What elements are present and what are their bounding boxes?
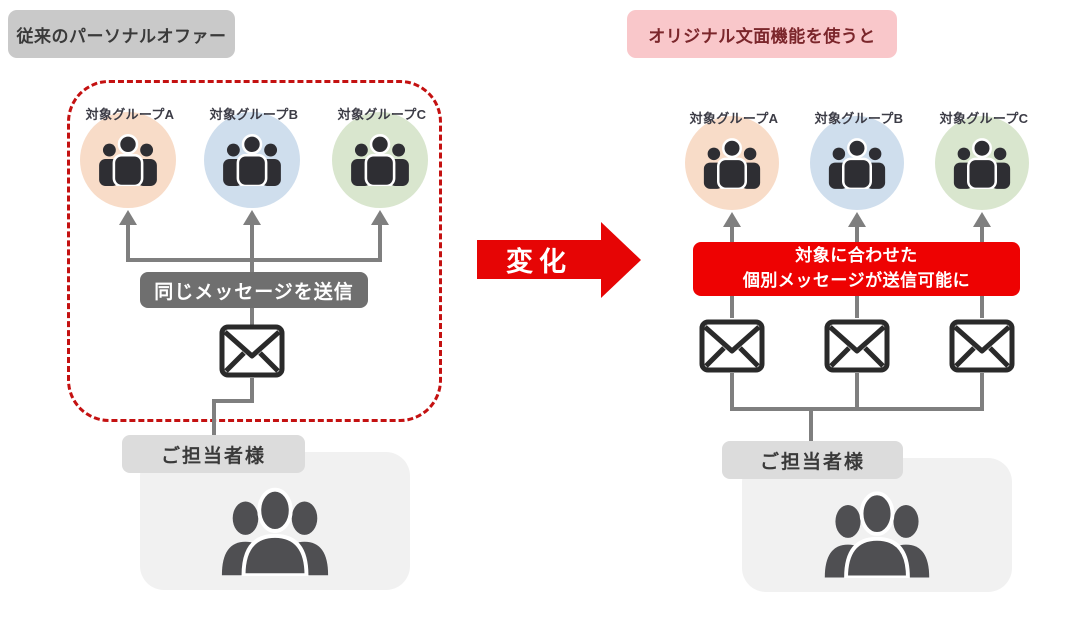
three-person-silhouette-icon [219, 487, 331, 576]
group-c-circle-right [935, 116, 1029, 210]
group-a-label-left: 対象グループA [85, 107, 175, 122]
envelope-icon [823, 318, 891, 374]
connector-line [730, 373, 734, 411]
group-c-label-right: 対象グループC [939, 111, 1029, 126]
connector-line [126, 223, 130, 262]
connector-line [980, 373, 984, 411]
arrow-up-to-group-b-right [848, 212, 866, 227]
group-a-circle-right [685, 116, 779, 210]
connector-line [212, 399, 254, 403]
arrow-up-to-group-c-left [371, 210, 389, 225]
group-of-users-icon [702, 137, 762, 189]
group-a-label-right: 対象グループA [689, 111, 779, 126]
group-of-users-icon [221, 134, 283, 186]
same-message-box: 同じメッセージを送信 [140, 272, 368, 308]
sender-box-left [140, 452, 410, 590]
arrow-up-to-group-b-left [243, 210, 261, 225]
group-b-label-left: 対象グループB [209, 107, 299, 122]
connector-line [378, 223, 382, 262]
individual-message-line1: 対象に合わせた [795, 246, 918, 266]
connector-line [126, 258, 382, 262]
arrow-up-to-group-a-right [723, 212, 741, 227]
traditional-flow-dashed-outline [67, 80, 442, 422]
group-of-users-icon [827, 137, 887, 189]
group-a-circle-left [80, 112, 176, 208]
sender-box-right [742, 458, 1012, 592]
group-of-users-icon [349, 134, 411, 186]
envelope-icon [698, 318, 766, 374]
connector-line [730, 407, 984, 411]
arrow-up-to-group-a-left [119, 210, 137, 225]
three-person-silhouette-icon [822, 491, 932, 578]
change-arrow-head [601, 222, 641, 298]
right-panel-title: オリジナル文面機能を使うと [627, 10, 897, 58]
change-arrow-label: 変化 [477, 240, 601, 279]
connector-line [855, 373, 859, 411]
group-b-circle-left [204, 112, 300, 208]
individual-message-line2: 個別メッセージが送信可能に [742, 271, 971, 290]
connector-line [250, 378, 254, 403]
group-b-label-right: 対象グループB [814, 111, 904, 126]
group-b-circle-right [810, 116, 904, 210]
group-of-users-icon [952, 137, 1012, 189]
sender-label-left: ご担当者様 [122, 435, 305, 473]
change-arrow: 変化 [477, 222, 641, 300]
left-panel-title: 従来のパーソナルオファー [8, 10, 235, 58]
sender-label-right: ご担当者様 [722, 441, 903, 479]
group-of-users-icon [97, 134, 159, 186]
group-c-label-left: 対象グループC [337, 107, 427, 122]
envelope-icon [948, 318, 1016, 374]
envelope-icon [218, 323, 286, 379]
individual-message-box: 対象に合わせた 個別メッセージが送信可能に [693, 242, 1020, 296]
arrow-up-to-group-c-right [973, 212, 991, 227]
connector-line [212, 399, 216, 437]
group-c-circle-left [332, 112, 428, 208]
connector-line [809, 407, 813, 443]
